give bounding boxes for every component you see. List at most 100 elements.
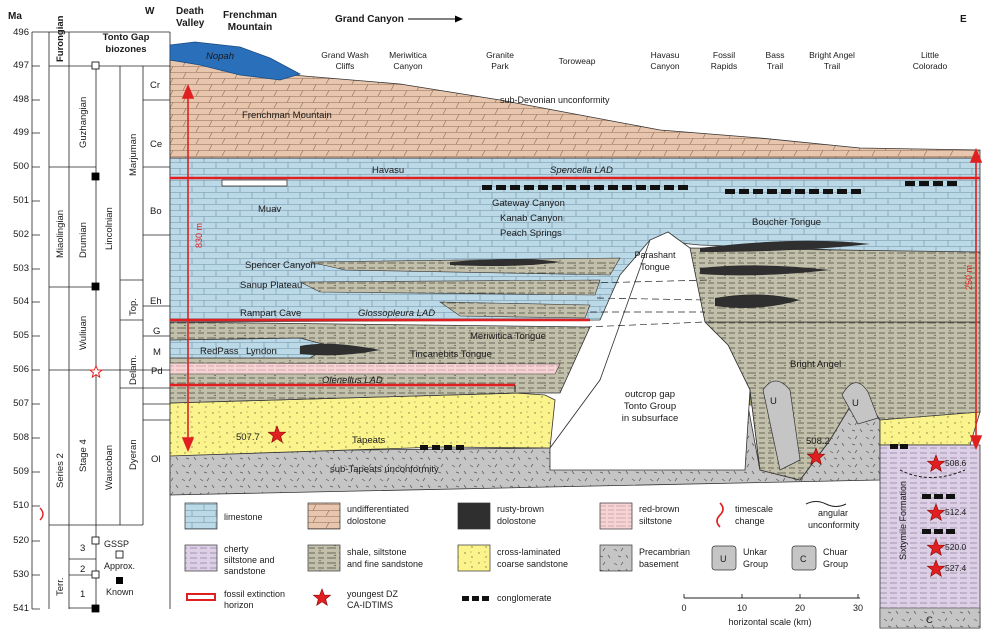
gssp-known-541 <box>91 604 100 613</box>
loc-granite-park-1: Granite <box>486 50 514 60</box>
label-nopah: Nopah <box>206 51 234 62</box>
legend-chuar-swatch <box>791 545 817 571</box>
legend-rusty-swatch <box>457 502 491 530</box>
tick-501: 501 <box>13 195 29 206</box>
legend-dolostone-1: undifferentiated <box>347 504 409 514</box>
label-glossopleura: Glossopleura LAD <box>358 308 435 319</box>
stage-3-label: 3 <box>80 543 85 554</box>
legend-shale-2: and fine sandstone <box>347 559 423 569</box>
scale-tick-10: 10 <box>737 603 747 613</box>
rusty-lens-2 <box>450 259 560 266</box>
legend-limestone: limestone <box>224 512 263 522</box>
legend-gssp: GSSP <box>104 539 129 549</box>
sixtymile-formation <box>879 444 981 629</box>
label-muav: Muav <box>258 204 281 215</box>
legend-fossil-swatch <box>186 593 216 601</box>
code-pd: Pd <box>151 366 163 377</box>
label-kanab: Kanab Canyon <box>500 213 563 224</box>
label-havasu: Havasu <box>372 165 404 176</box>
stage-guzhangian: Guzhangian <box>78 97 89 148</box>
stage-1-label: 1 <box>80 589 85 600</box>
legend-timescale-2: change <box>735 516 765 526</box>
localities: Grand Wash Cliffs Meriwitica Canyon Gran… <box>321 50 947 71</box>
subzone-delamaran: Delam. <box>128 355 139 385</box>
legend-conglomerate: conglomerate <box>497 593 552 603</box>
ma-label: Ma <box>8 11 22 22</box>
age-520-0: 520.0 <box>945 542 967 552</box>
header: W Death Valley Frenchman Mountain Grand … <box>145 6 967 33</box>
loc-fossil-rapids-1: Fossil <box>713 50 735 60</box>
chuar-base <box>879 607 981 629</box>
subzone-dyeran: Dyeran <box>128 439 139 470</box>
label-sixtymile: Sixtymile Formation <box>898 481 908 560</box>
legend-shale-1: shale, siltstone <box>347 547 407 557</box>
zone-waucoban: Waucoban <box>104 445 115 490</box>
stage-wuliuan: Wuliuan <box>78 316 89 350</box>
label-sanup: Sanup Plateau <box>240 280 302 291</box>
subzone-marjuman: Marjuman <box>128 134 139 176</box>
rusty-lens-3 <box>700 265 830 276</box>
loc-little-colorado-2: Colorado <box>913 61 948 71</box>
legend-siltstone-swatch <box>599 502 633 530</box>
header-death-valley-1: Death <box>176 6 204 17</box>
series-miaolingian: Miaolingian <box>55 210 66 258</box>
age-527-4: 527.4 <box>945 563 967 573</box>
header-frenchman-2: Mountain <box>228 22 272 33</box>
tick-503: 503 <box>13 263 29 274</box>
timescale-column: Ma 496 497 498 499 500 501 502 503 504 5… <box>8 11 171 614</box>
legend-rusty-2: dolostone <box>497 516 536 526</box>
code-g: G <box>153 326 160 337</box>
loc-havasu-1: Havasu <box>651 50 680 60</box>
legend-chuar-2: Group <box>823 559 848 569</box>
series-2: Series 2 <box>55 453 66 488</box>
label-olenellus: Olenellus LAD <box>322 375 383 386</box>
legend-dolostone-swatch <box>307 502 341 530</box>
angular-unconformity-icon <box>805 501 847 507</box>
tick-508: 508 <box>13 432 29 443</box>
gssp-approx-497 <box>91 61 100 70</box>
terreneuvian: Terr. <box>55 578 66 596</box>
label-bright-angel: Bright Angel <box>790 359 841 370</box>
red-siltstone-band <box>169 362 561 375</box>
label-redpass: RedPass <box>200 346 239 357</box>
legend: limestone undifferentiated dolostone rus… <box>104 501 860 610</box>
loc-bass-2: Trail <box>767 61 783 71</box>
age-508-6: 508.6 <box>945 458 967 468</box>
loc-bass-1: Bass <box>766 50 785 60</box>
legend-shale-swatch <box>307 544 341 572</box>
label-spencella-lad: Spencella LAD <box>550 165 613 176</box>
open-star-icon <box>88 364 104 379</box>
tick-530: 530 <box>13 569 29 580</box>
tick-497: 497 <box>13 60 29 71</box>
label-rampart: Rampart Cave <box>240 308 301 319</box>
label-lyndon: Lyndon <box>246 346 277 357</box>
legend-siltstone-2: siltstone <box>639 516 672 526</box>
tapeats-sandstone <box>169 392 556 457</box>
loc-grand-wash-2: Cliffs <box>336 61 355 71</box>
code-eh: Eh <box>150 296 162 307</box>
label-gateway: Gateway Canyon <box>492 198 565 209</box>
label-parashant-1: Parashant <box>634 250 676 260</box>
subzone-topazan: Top. <box>128 298 139 316</box>
legend-chuar-1: Chuar <box>823 547 848 557</box>
rusty-lens-1 <box>700 240 870 252</box>
legend-dz-2: CA-IDTIMS <box>347 600 393 610</box>
legend-rusty-1: rusty-brown <box>497 504 544 514</box>
loc-granite-park-2: Park <box>491 61 509 71</box>
series-furongian: Furongian <box>55 15 66 62</box>
stage-drumian: Drumian <box>78 222 89 258</box>
sanup-plateau-tongue <box>299 279 601 296</box>
loc-havasu-2: Canyon <box>650 61 680 71</box>
unkar-body-2 <box>841 382 879 425</box>
legend-approx: Approx. <box>104 561 135 571</box>
tick-496: 496 <box>13 27 29 38</box>
header-e: E <box>960 14 967 25</box>
legend-timescale-1: timescale <box>735 504 773 514</box>
scale-tick-30: 30 <box>853 603 863 613</box>
age-507-7: 507.7 <box>236 432 260 443</box>
legend-basement-1: Precambrian <box>639 547 690 557</box>
loc-fossil-rapids-2: Rapids <box>711 61 737 71</box>
direction-arrow-icon <box>455 15 463 23</box>
scale-label: horizontal scale (km) <box>728 617 811 627</box>
